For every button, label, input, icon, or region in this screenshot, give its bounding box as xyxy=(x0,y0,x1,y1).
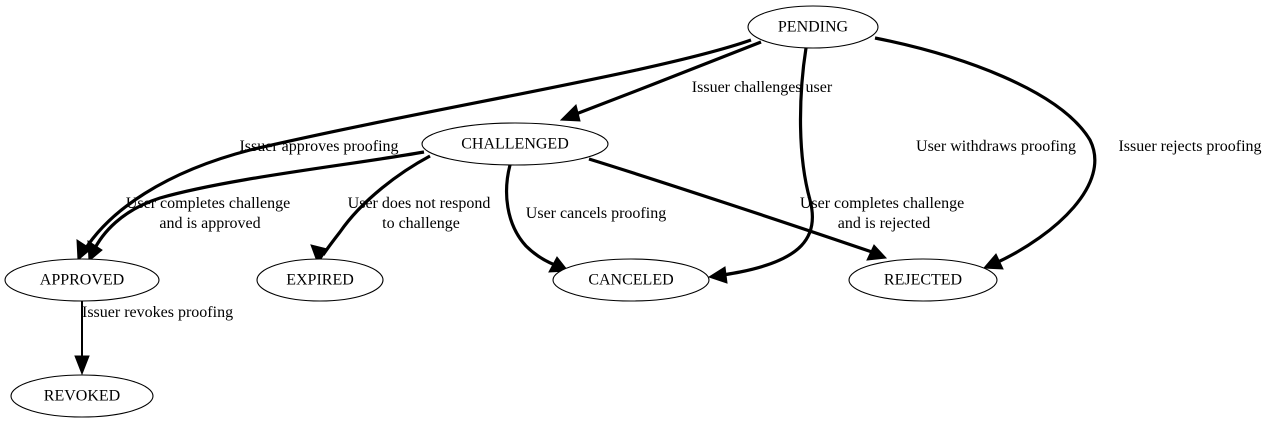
edge-path-pending-to-rejected xyxy=(874,36,1097,264)
node-rejected[interactable]: REJECTED xyxy=(848,258,998,302)
node-label-approved: APPROVED xyxy=(40,272,124,289)
edge-path-challenged-to-canceled xyxy=(504,164,556,267)
node-shape-challenged[interactable] xyxy=(421,122,609,166)
arrowhead-pending-to-canceled xyxy=(707,266,728,284)
edge-challenged-to-rejected xyxy=(588,157,888,261)
edge-path-pending-to-challenged xyxy=(575,40,762,116)
node-shape-canceled[interactable] xyxy=(552,258,710,302)
edge-label-challenged-to-approved: User completes challenge and is approved xyxy=(126,195,294,232)
edge-pending-to-challenged xyxy=(559,40,762,122)
node-expired[interactable]: EXPIRED xyxy=(256,258,384,302)
arrowhead-approved-to-revoked xyxy=(74,355,90,376)
edge-approved-to-revoked xyxy=(74,301,90,376)
arrowhead-pending-to-rejected xyxy=(982,253,1004,270)
node-canceled[interactable]: CANCELED xyxy=(552,258,710,302)
node-label-rejected: REJECTED xyxy=(884,272,962,289)
node-shape-expired[interactable] xyxy=(256,258,384,302)
node-label-canceled: CANCELED xyxy=(588,272,673,289)
edge-label-line: and is rejected xyxy=(838,215,930,232)
edge-path-pending-to-approved xyxy=(82,38,752,252)
arrowhead-pending-to-approved xyxy=(76,239,92,262)
edge-path-challenged-to-rejected xyxy=(588,157,873,254)
edge-label-line: to challenge xyxy=(382,215,460,232)
node-label-challenged: CHALLENGED xyxy=(461,136,569,153)
arrowhead-challenged-to-expired xyxy=(310,244,328,266)
edge-pending-to-approved xyxy=(76,38,752,262)
node-shape-pending[interactable] xyxy=(747,5,879,49)
node-label-pending: PENDING xyxy=(778,19,849,36)
edge-label-challenged-to-expired: User does not respond to challenge xyxy=(348,195,495,232)
edge-label-pending-to-canceled: User withdraws proofing xyxy=(916,138,1076,155)
edge-pending-to-canceled xyxy=(707,47,815,284)
edge-path-pending-to-canceled xyxy=(722,47,815,277)
edge-pending-to-rejected xyxy=(874,36,1097,270)
edge-label-pending-to-approved: Issuer approves proofing xyxy=(239,138,398,155)
edge-label-challenged-to-rejected: User completes challenge and is rejected xyxy=(800,195,968,232)
edge-label-challenged-to-canceled: User cancels proofing xyxy=(526,205,666,222)
edge-label-line: User completes challenge xyxy=(126,195,290,212)
edge-label-pending-to-challenged: Issuer challenges user xyxy=(692,79,833,96)
arrowhead-challenged-to-approved xyxy=(87,240,103,263)
node-challenged[interactable]: CHALLENGED xyxy=(421,122,609,166)
arrowhead-challenged-to-rejected xyxy=(866,244,888,261)
node-pending[interactable]: PENDING xyxy=(747,5,879,49)
node-shape-approved[interactable] xyxy=(4,258,160,302)
edge-path-challenged-to-approved xyxy=(91,150,425,253)
edge-challenged-to-approved xyxy=(87,150,425,263)
edge-label-line: User does not respond xyxy=(348,195,491,212)
edge-challenged-to-expired xyxy=(310,154,431,266)
node-label-revoked: REVOKED xyxy=(44,388,120,405)
node-shape-rejected[interactable] xyxy=(848,258,998,302)
edge-label-line: User completes challenge xyxy=(800,195,964,212)
edge-label-approved-to-revoked: Issuer revokes proofing xyxy=(82,304,233,321)
edge-label-pending-to-rejected: Issuer rejects proofing xyxy=(1118,138,1261,155)
node-shape-revoked[interactable] xyxy=(10,374,154,418)
edge-labels: Issuer challenges user Issuer approves p… xyxy=(82,79,1262,321)
edge-label-line: and is approved xyxy=(159,215,260,232)
edge-path-challenged-to-expired xyxy=(321,154,431,256)
node-revoked[interactable]: REVOKED xyxy=(10,374,154,418)
arrowhead-pending-to-challenged xyxy=(559,104,581,122)
node-label-expired: EXPIRED xyxy=(286,272,354,289)
node-approved[interactable]: APPROVED xyxy=(4,258,160,302)
